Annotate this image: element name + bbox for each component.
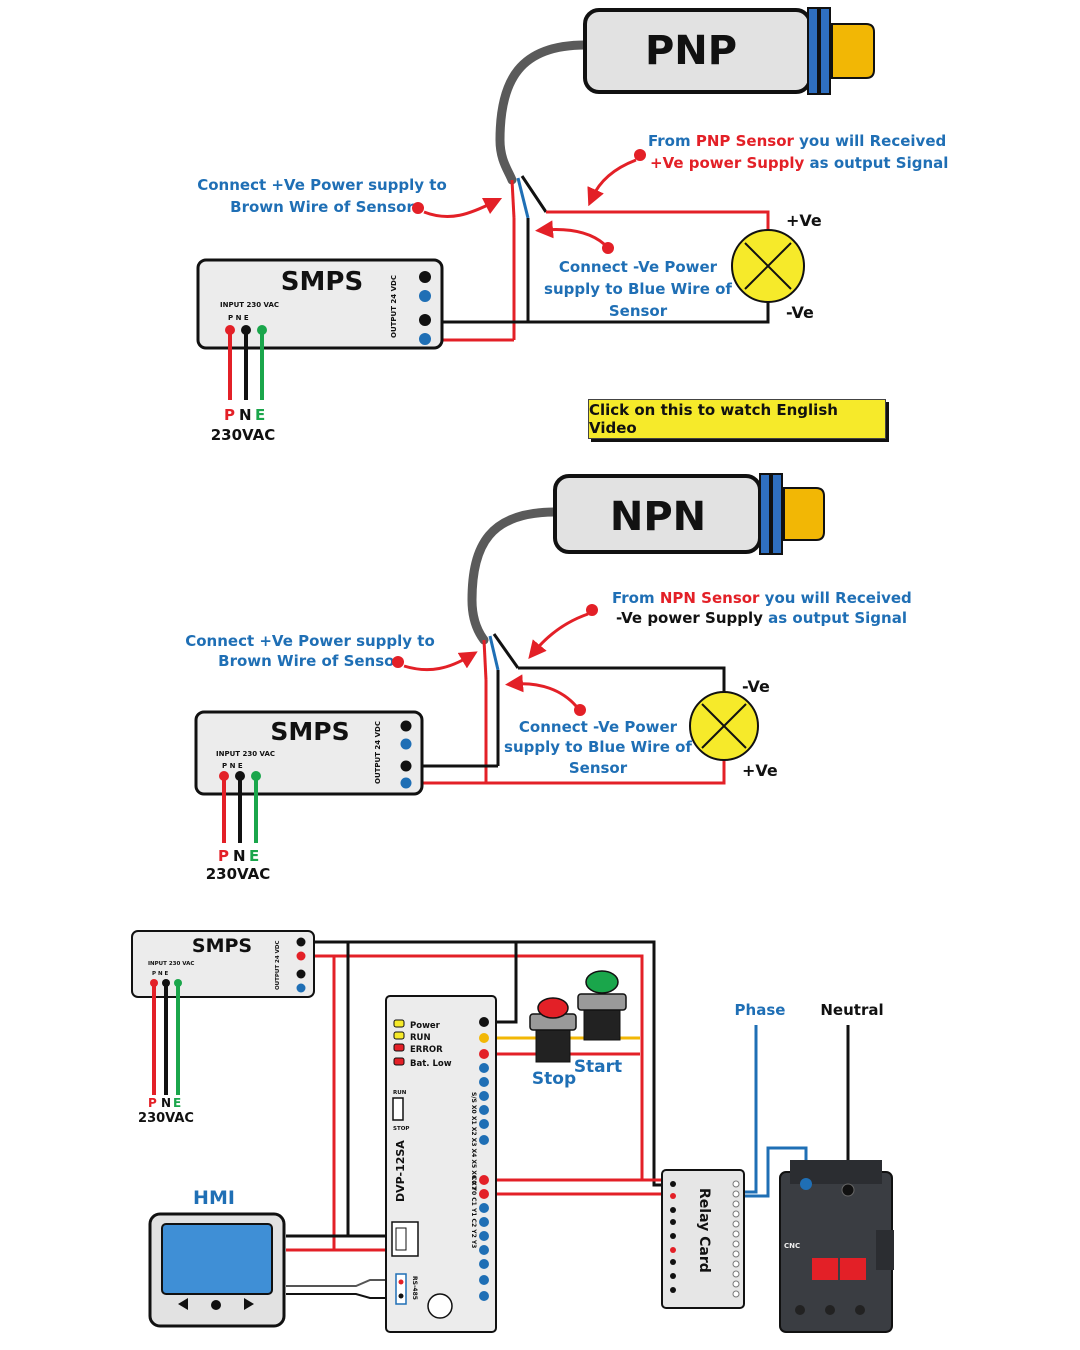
plc-diagram: SMPS INPUT 230 VAC P N E OUTPUT 24 VDC P… xyxy=(131,930,894,1333)
plc-smps-title: SMPS xyxy=(192,935,252,957)
plc-rs485-label: RS-485 xyxy=(411,1276,418,1300)
npn-note-power-line1: Connect +Ve Power supply to xyxy=(185,632,435,650)
relay-card: Relay Card xyxy=(661,1169,745,1309)
hmi-device[interactable] xyxy=(148,1212,286,1328)
plc-run-label: RUN xyxy=(393,1090,407,1096)
contactor-brand: CNC xyxy=(784,1242,800,1250)
plc-mains-e: E xyxy=(173,1096,181,1110)
npn-smps-pne-label: P N E xyxy=(222,762,243,770)
npn-note-negative-line3: Sensor xyxy=(569,759,628,777)
hmi-label: HMI xyxy=(193,1187,235,1209)
npn-lamp-positive-label: +Ve xyxy=(742,761,778,780)
pnp-note-negative-line3: Sensor xyxy=(609,302,668,320)
npn-smps-output-label: OUTPUT 24 VDC xyxy=(374,721,382,784)
plc-mains-voltage: 230VAC xyxy=(138,1111,194,1126)
neutral-label: Neutral xyxy=(820,1001,883,1019)
plc-smps-input-label: INPUT 230 VAC xyxy=(148,961,194,967)
npn-mains-e: E xyxy=(249,847,259,865)
pnp-smps: SMPS INPUT 230 VAC P N E OUTPUT 24 VDC xyxy=(196,258,444,350)
hmi-left-arrow-icon[interactable] xyxy=(178,1298,188,1310)
npn-smps: SMPS INPUT 230 VAC P N E OUTPUT 24 VDC xyxy=(194,710,424,796)
npn-sensor: NPN xyxy=(553,473,825,555)
start-push-button[interactable] xyxy=(577,970,627,1041)
pnp-lamp-negative-label: -Ve xyxy=(786,303,814,322)
stop-label: Stop xyxy=(532,1069,576,1089)
stop-push-button[interactable] xyxy=(529,997,577,1063)
pnp-mains-n: N xyxy=(239,406,252,424)
pnp-smps-title: SMPS xyxy=(281,267,363,297)
pnp-sensor-label: PNP xyxy=(645,28,737,74)
pnp-mains-e: E xyxy=(255,406,265,424)
pnp-lamp xyxy=(731,229,805,303)
npn-smps-title: SMPS xyxy=(270,717,349,746)
plc-output-terminals-label: C0 Y0 C1 Y1 C2 Y2 Y3 xyxy=(470,1176,477,1248)
watch-english-video-button[interactable]: Click on this to watch English Video xyxy=(588,399,886,439)
contactor: CNC xyxy=(779,1160,894,1333)
plc-terminal-dots xyxy=(479,1017,489,1301)
npn-lamp-negative-label: -Ve xyxy=(742,677,770,696)
pnp-note-negative-line2: supply to Blue Wire of xyxy=(544,280,732,298)
npn-sensor-label: NPN xyxy=(610,494,706,540)
pnp-mains-voltage: 230VAC xyxy=(211,426,276,444)
start-label: Start xyxy=(574,1057,622,1077)
plc-led-power: Power xyxy=(410,1021,441,1031)
relay-card-label: Relay Card xyxy=(696,1188,712,1273)
plc-input-terminals-label: S/S X0 X1 X2 X3 X4 X5 X6 X7 xyxy=(470,1092,477,1190)
npn-smps-input-label: INPUT 230 VAC xyxy=(216,750,275,758)
hmi-center-dot-icon[interactable] xyxy=(211,1300,221,1310)
npn-mains-voltage: 230VAC xyxy=(206,865,271,883)
pnp-diagram: PNP +Ve -Ve Connect +Ve Power supply to … xyxy=(196,7,948,444)
npn-note-output-line2: -Ve power Supply as output Signal xyxy=(616,609,907,627)
plc-stop-label: STOP xyxy=(393,1126,409,1132)
pnp-note-output-line1: From PNP Sensor you will Received xyxy=(648,132,946,150)
pnp-note-negative-line1: Connect -Ve Power xyxy=(559,258,718,276)
npn-mains-n: N xyxy=(233,847,246,865)
hmi-right-arrow-icon[interactable] xyxy=(244,1298,254,1310)
npn-lamp xyxy=(689,691,759,761)
npn-diagram: NPN -Ve +Ve Connect +Ve Power supply to … xyxy=(185,473,912,883)
pnp-smps-output-label: OUTPUT 24 VDC xyxy=(390,275,398,338)
plc-led-run: RUN xyxy=(410,1033,431,1043)
plc-smps-pne-label: P N E xyxy=(152,971,168,977)
pnp-mains-p: P xyxy=(224,406,235,424)
plc-model-label: DVP-12SA xyxy=(394,1140,407,1202)
plc-led-bat-low: Bat. Low xyxy=(410,1059,452,1069)
pnp-sensor: PNP xyxy=(583,7,875,95)
npn-note-output-line1: From NPN Sensor you will Received xyxy=(612,589,912,607)
npn-mains-p: P xyxy=(218,847,229,865)
pnp-note-power-line1: Connect +Ve Power supply to xyxy=(197,176,447,194)
npn-note-power-line2: Brown Wire of Sensor xyxy=(218,652,402,670)
plc-smps-output-label: OUTPUT 24 VDC xyxy=(275,941,281,990)
pnp-smps-pne-label: P N E xyxy=(228,314,249,322)
pnp-lamp-positive-label: +Ve xyxy=(786,211,822,230)
npn-note-negative-line2: supply to Blue Wire of xyxy=(504,738,692,756)
plc-mains-p: P xyxy=(148,1096,157,1110)
pnp-note-output-line2: +Ve power Supply as output Signal xyxy=(650,154,948,172)
phase-label: Phase xyxy=(735,1001,786,1019)
npn-note-negative-line1: Connect -Ve Power xyxy=(519,718,678,736)
pnp-note-power-line2: Brown Wire of Sensor xyxy=(230,198,414,216)
plc-led-error: ERROR xyxy=(410,1045,443,1055)
plc-unit: Power RUN ERROR Bat. Low RUN STOP DVP-12… xyxy=(385,995,497,1333)
plc-run-stop-switch[interactable] xyxy=(392,1097,404,1121)
plc-mains-n: N xyxy=(161,1096,171,1110)
plc-smps: SMPS INPUT 230 VAC P N E OUTPUT 24 VDC xyxy=(131,930,315,998)
pnp-smps-input-label: INPUT 230 VAC xyxy=(220,301,279,309)
